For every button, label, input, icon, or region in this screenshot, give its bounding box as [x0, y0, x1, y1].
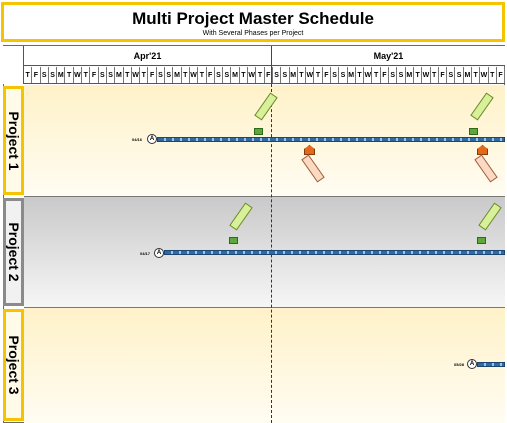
project-label-text: Project 3 — [5, 335, 22, 395]
day-cell: S — [41, 67, 49, 83]
day-cell: W — [132, 67, 141, 83]
day-cell: M — [115, 67, 124, 83]
day-cell: S — [215, 67, 224, 83]
day-cell: T — [198, 67, 207, 83]
month-header-apr: Apr'21 — [24, 46, 271, 66]
day-cell: S — [165, 67, 174, 83]
circle-a-icon[interactable]: A — [147, 134, 157, 144]
day-cell: F — [207, 67, 215, 83]
title-box: Multi Project Master Schedule With Sever… — [1, 2, 505, 42]
day-cell: T — [431, 67, 439, 83]
day-cell: T — [182, 67, 190, 83]
day-cell: T — [82, 67, 91, 83]
lane-divider — [24, 196, 505, 197]
day-cell: F — [32, 67, 41, 83]
day-cell: F — [497, 67, 506, 83]
day-cell: S — [331, 67, 340, 83]
start-date-label: 04/17 — [140, 251, 151, 256]
day-cell: T — [356, 67, 365, 83]
lane-project-3 — [24, 308, 505, 423]
green-flag-icon[interactable] — [254, 128, 263, 135]
day-cell: S — [107, 67, 116, 83]
circle-a-icon[interactable]: A — [467, 359, 477, 369]
day-cell: F — [148, 67, 157, 83]
day-cell: S — [99, 67, 107, 83]
day-cell: T — [24, 67, 33, 83]
day-cell: T — [240, 67, 249, 83]
day-cell: S — [223, 67, 232, 83]
day-cell: W — [364, 67, 373, 83]
day-cell: S — [397, 67, 406, 83]
day-cell: M — [231, 67, 240, 83]
day-cell: F — [381, 67, 390, 83]
day-cell: S — [447, 67, 456, 83]
day-cell: M — [57, 67, 66, 83]
day-cell: T — [124, 67, 132, 83]
green-flag-icon[interactable] — [469, 128, 478, 135]
day-cell: S — [157, 67, 166, 83]
day-cell: M — [173, 67, 182, 83]
day-cell: T — [414, 67, 423, 83]
circle-a-icon[interactable]: A — [154, 248, 164, 258]
day-cell: F — [265, 67, 273, 83]
day-cell: T — [472, 67, 481, 83]
orange-pentagon-icon[interactable] — [477, 145, 488, 155]
day-cell: S — [389, 67, 398, 83]
lane-divider — [24, 307, 505, 308]
day-cell: T — [314, 67, 323, 83]
project-2-label[interactable]: Project 2 — [3, 198, 24, 306]
page-title: Multi Project Master Schedule — [132, 9, 374, 28]
corner-cell — [3, 46, 24, 84]
day-cell: W — [190, 67, 199, 83]
day-cell: S — [273, 67, 282, 83]
day-cell: T — [298, 67, 307, 83]
start-date-label: 05/28 — [454, 362, 465, 367]
project-label-text: Project 2 — [5, 222, 22, 282]
day-cell: W — [306, 67, 315, 83]
day-cell: M — [464, 67, 473, 83]
day-cell: S — [455, 67, 464, 83]
orange-pentagon-icon[interactable] — [304, 145, 315, 155]
project-1-label[interactable]: Project 1 — [3, 86, 24, 195]
day-cell: S — [339, 67, 348, 83]
day-cell: T — [372, 67, 381, 83]
day-cell: W — [248, 67, 257, 83]
day-cell: T — [140, 67, 149, 83]
start-date-label: 04/16 — [132, 137, 143, 142]
day-cell: F — [439, 67, 448, 83]
month-header-may: May'21 — [272, 46, 505, 66]
month-label: May'21 — [373, 51, 404, 61]
day-cell: M — [406, 67, 414, 83]
project-3-label[interactable]: Project 3 — [3, 309, 24, 421]
project-1-bar[interactable] — [157, 137, 505, 142]
day-cell: W — [422, 67, 431, 83]
day-cell: S — [49, 67, 58, 83]
day-cell: F — [323, 67, 331, 83]
day-cell: W — [480, 67, 489, 83]
page-subtitle: With Several Phases per Project — [202, 30, 304, 37]
day-cell: W — [74, 67, 83, 83]
project-2-bar[interactable] — [164, 250, 505, 255]
day-cell: M — [290, 67, 298, 83]
green-flag-icon[interactable] — [477, 237, 486, 244]
project-label-text: Project 1 — [5, 110, 22, 171]
day-cell: T — [489, 67, 497, 83]
day-cell: T — [256, 67, 265, 83]
project-3-bar[interactable] — [477, 362, 505, 367]
day-cell: F — [90, 67, 99, 83]
month-separator — [271, 46, 272, 84]
green-flag-icon[interactable] — [229, 237, 238, 244]
day-cell: M — [348, 67, 356, 83]
day-cell: S — [281, 67, 290, 83]
day-cell: T — [65, 67, 74, 83]
month-label: Apr'21 — [133, 51, 162, 61]
